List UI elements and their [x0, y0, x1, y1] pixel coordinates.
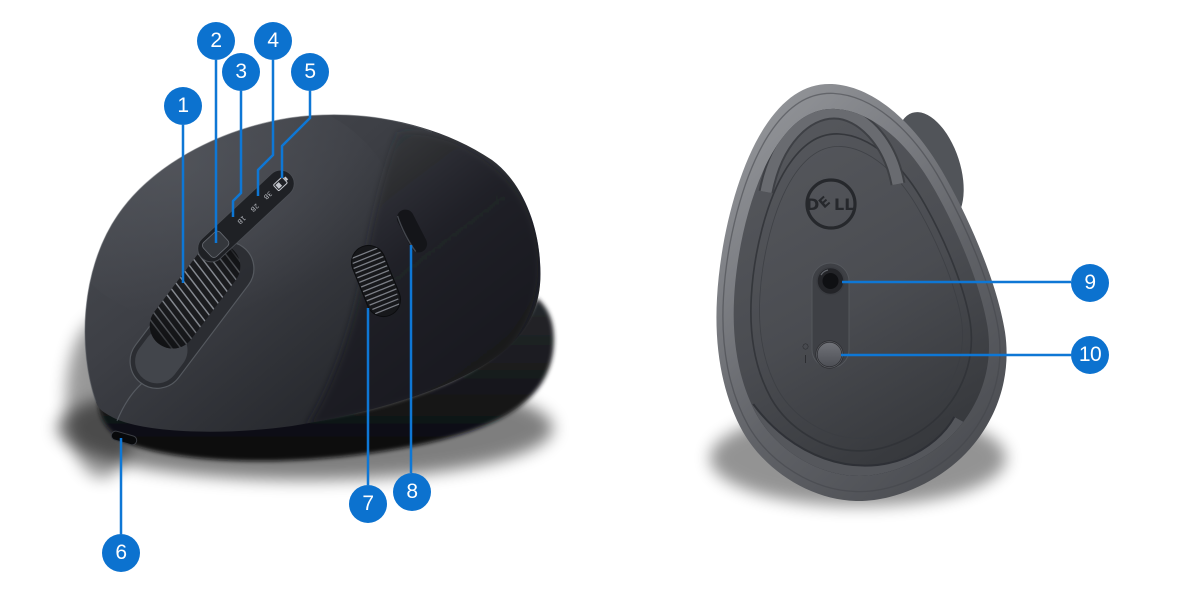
callout-5: 5 [291, 53, 329, 91]
power-switch [815, 340, 844, 369]
bottom-shell-rim [722, 92, 1001, 493]
scroll-wheel [147, 234, 247, 358]
dell-logo-letter-d: D [806, 195, 819, 214]
power-on-symbol: | [804, 354, 807, 363]
callout-2: 2 [197, 22, 235, 60]
power-on-off-markings: ○ | [802, 342, 809, 364]
power-off-symbol: ○ [802, 342, 809, 351]
glide-pad-bottom [741, 403, 967, 476]
connection-mode-button [202, 230, 230, 258]
callout-line-4 [256, 60, 275, 196]
side-scroll-wheel [351, 244, 401, 318]
battery-icon [273, 176, 289, 191]
mouse-top-view: 1B 2B 3B [57, 114, 554, 480]
mode-label-3: 3B [262, 189, 274, 201]
glide-pad-top [758, 108, 906, 194]
callout-3: 3 [222, 53, 260, 91]
callout-10: 10 [1071, 336, 1109, 374]
mouse-base [98, 298, 554, 462]
mode-label-2: 2B [249, 202, 261, 214]
optical-sensor [816, 266, 845, 296]
callout-8: 8 [393, 473, 431, 511]
charging-port [110, 430, 138, 446]
side-button [396, 209, 428, 253]
mode-label-1: 1B [235, 214, 247, 226]
callout-4: 4 [254, 22, 292, 60]
plate-groove-ring [750, 133, 973, 452]
callout-6: 6 [102, 534, 140, 572]
mouse-right-flank [306, 131, 541, 428]
bottom-plate [733, 108, 990, 476]
dell-logo-letters-ll: LL [834, 195, 854, 214]
plate-groove-ring-2 [759, 145, 964, 439]
side-wheel-ridges [351, 247, 400, 315]
mouse-bottom-view: D E LL ○ | [710, 83, 1007, 506]
callout-1: 1 [164, 87, 202, 125]
connection-mode-strip: 1B 2B 3B [197, 169, 295, 263]
callout-line-3 [231, 91, 243, 217]
callout-9: 9 [1071, 264, 1109, 302]
callout-line-5 [280, 91, 312, 178]
callout-7: 7 [349, 485, 387, 523]
